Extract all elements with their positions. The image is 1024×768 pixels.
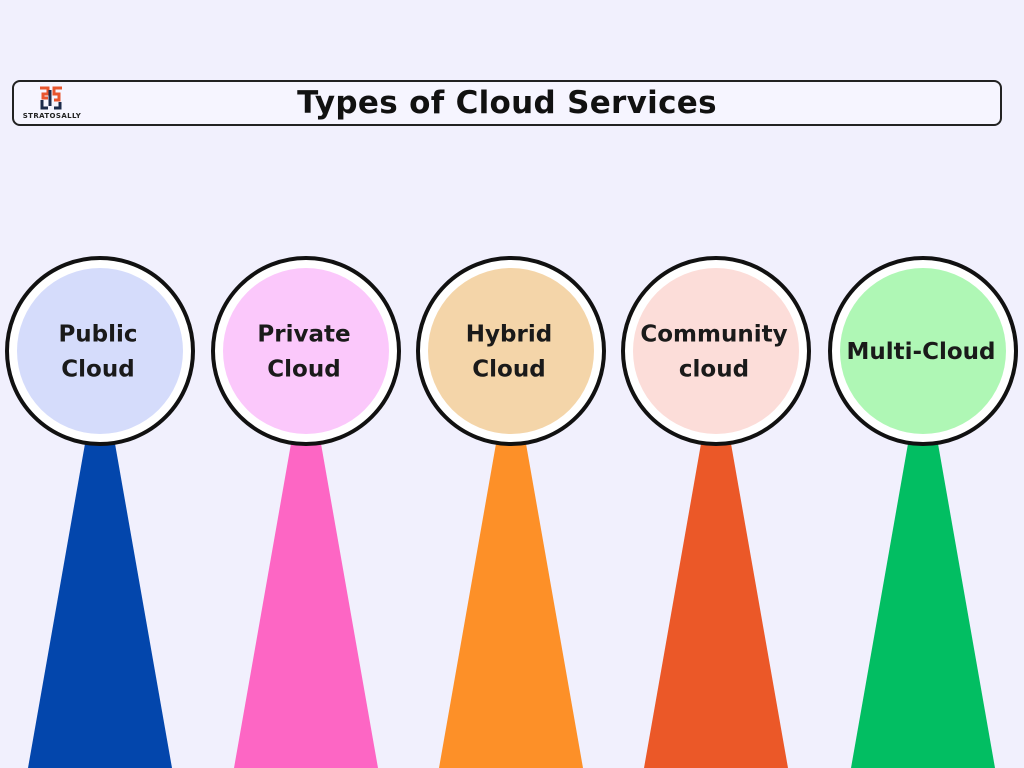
community-cloud-label: cloud xyxy=(679,357,749,383)
private-cloud-label: Cloud xyxy=(267,357,340,383)
private-cloud-stem xyxy=(234,438,378,768)
logo-text: STRATOSALLY xyxy=(22,112,82,120)
community-cloud-label: Community xyxy=(640,322,787,348)
public-cloud-label: Cloud xyxy=(61,357,134,383)
public-cloud-stem xyxy=(28,438,172,768)
hybrid-cloud-stem xyxy=(439,438,583,768)
multi-cloud-bubble xyxy=(840,268,1006,434)
multi-cloud-node: Multi-Cloud xyxy=(828,256,1018,768)
community-cloud-node: Community cloud xyxy=(621,256,811,768)
hybrid-cloud-label: Cloud xyxy=(472,357,545,383)
community-cloud-bubble xyxy=(633,268,799,434)
page-title: Types of Cloud Services xyxy=(297,85,717,121)
title-bar: STRATOSALLY Types of Cloud Services xyxy=(12,80,1002,126)
public-cloud-label: Public xyxy=(58,322,137,348)
multi-cloud-label: Multi-Cloud xyxy=(847,339,996,365)
private-cloud-bubble xyxy=(223,268,389,434)
community-cloud-stem xyxy=(644,438,788,768)
hybrid-cloud-bubble xyxy=(428,268,594,434)
stratosally-logo: STRATOSALLY xyxy=(20,86,84,124)
stratosally-logo-icon xyxy=(40,86,62,110)
hybrid-cloud-label: Hybrid xyxy=(466,322,552,348)
public-cloud-bubble xyxy=(17,268,183,434)
multi-cloud-stem xyxy=(851,438,995,768)
private-cloud-label: Private xyxy=(257,322,350,348)
